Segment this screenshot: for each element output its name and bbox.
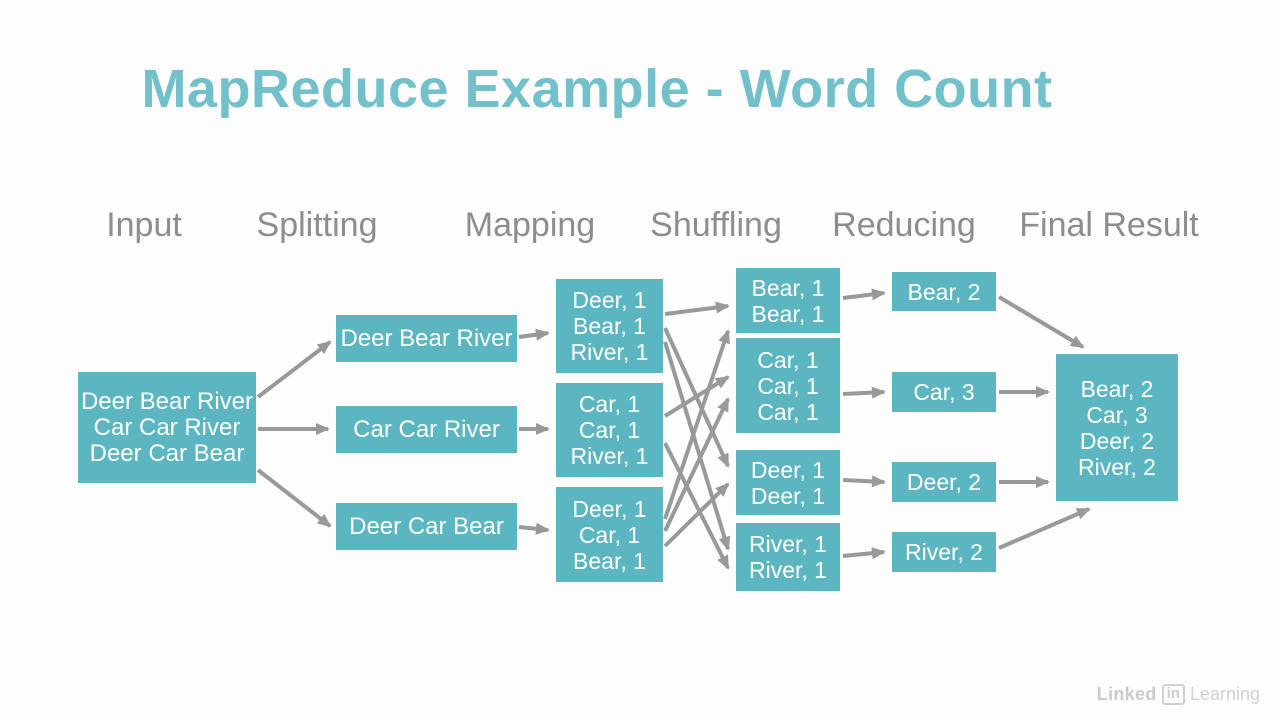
map-line: Car, 1 [578, 417, 641, 443]
logo-linked-text: Linked [1096, 684, 1157, 704]
column-header-splitting: Splitting [256, 206, 378, 244]
map-line: Car, 1 [578, 521, 641, 548]
input-node: Deer Bear River Car Car River Deer Car B… [78, 372, 256, 483]
arrows-splitting-to-mapping [518, 328, 550, 535]
shuffle-node-bear: Bear, 1 Bear, 1 [736, 268, 840, 333]
shuffle-line: Car, 1 [757, 372, 819, 399]
shuffle-line: Bear, 1 [751, 300, 825, 327]
final-line: River, 2 [1078, 453, 1156, 480]
map-line: Car, 1 [578, 391, 641, 417]
arrows-input-to-splitting [256, 340, 332, 528]
column-header-input: Input [106, 206, 182, 244]
map-line: Deer, 1 [572, 495, 647, 522]
shuffle-line: Car, 1 [757, 398, 819, 425]
page-title: MapReduce Example - Word Count [141, 59, 1053, 119]
split-node-1: Deer Bear River [336, 315, 517, 362]
input-line: Car Car River [93, 413, 241, 441]
shuffle-line: Deer, 1 [750, 482, 826, 509]
shuffle-node-river: River, 1 River, 1 [736, 523, 840, 591]
arrows-reducing-to-final [997, 295, 1091, 550]
split-node-2: Car Car River [336, 406, 517, 453]
final-result-node: Bear, 2 Car, 3 Deer, 2 River, 2 [1056, 354, 1178, 501]
input-line: Deer Car Bear [89, 439, 245, 467]
map-line: River, 1 [570, 339, 649, 365]
logo-learning-text: Learning [1189, 684, 1260, 704]
map-line: Bear, 1 [573, 313, 646, 339]
reduce-node-deer: Deer, 2 [892, 462, 996, 502]
map-node-3: Deer, 1 Car, 1 Bear, 1 [556, 487, 663, 582]
map-line: River, 1 [570, 443, 649, 469]
map-line: Deer, 1 [572, 287, 647, 313]
column-header-shuffling: Shuffling [650, 206, 782, 244]
input-line: Deer Bear River [80, 387, 254, 415]
reduce-node-car: Car, 3 [892, 372, 996, 412]
reduce-node-bear: Bear, 2 [892, 272, 996, 311]
shuffle-line: Bear, 1 [751, 274, 825, 301]
final-line: Bear, 2 [1080, 375, 1154, 402]
arrows-mapping-to-shuffling [663, 301, 731, 570]
arrows-shuffling-to-reducing [842, 288, 886, 560]
column-header-mapping: Mapping [464, 206, 596, 244]
shuffle-line: River, 1 [749, 557, 827, 583]
column-header-final-result: Final Result [1019, 206, 1199, 244]
split-node-3: Deer Car Bear [336, 503, 517, 550]
map-node-1: Deer, 1 Bear, 1 River, 1 [556, 279, 663, 373]
shuffle-node-car: Car, 1 Car, 1 Car, 1 [736, 338, 840, 433]
reduce-node-river: River, 2 [892, 532, 996, 572]
final-line: Car, 3 [1086, 401, 1148, 428]
shuffle-node-deer: Deer, 1 Deer, 1 [736, 450, 840, 515]
shuffle-line: Car, 1 [757, 346, 819, 373]
map-line: Bear, 1 [573, 547, 646, 574]
logo-in-badge: in [1161, 684, 1185, 705]
shuffle-line: Deer, 1 [750, 456, 826, 483]
final-line: Deer, 2 [1079, 427, 1155, 454]
shuffle-line: River, 1 [749, 531, 827, 557]
column-header-reducing: Reducing [832, 206, 976, 244]
map-node-2: Car, 1 Car, 1 River, 1 [556, 383, 663, 477]
